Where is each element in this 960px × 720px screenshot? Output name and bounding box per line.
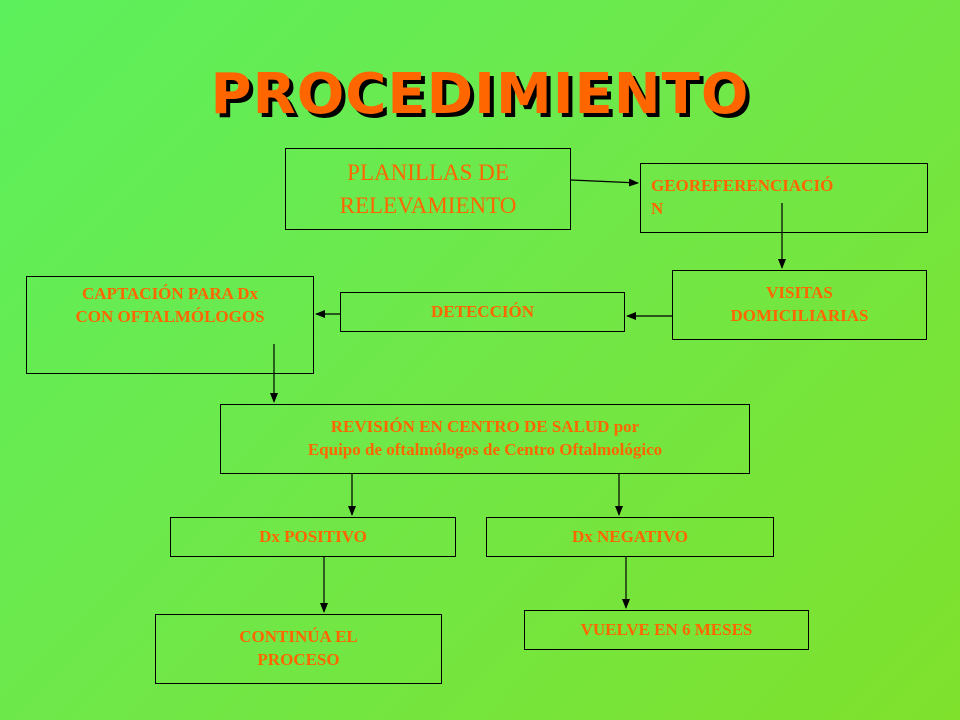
node-deteccion[interactable]: DETECCIÓN [340, 292, 625, 332]
node-continua-label: CONTINÚA EL PROCESO [239, 627, 358, 669]
node-dx-positivo-label: Dx POSITIVO [259, 526, 367, 546]
arrow-planillas-to-georef [570, 178, 639, 187]
node-visitas-label: VISITAS DOMICILIARIAS [730, 283, 869, 325]
node-dx-negativo-label: Dx NEGATIVO [572, 526, 688, 546]
node-vuelve-6-meses[interactable]: VUELVE EN 6 MESES [524, 610, 809, 650]
node-continua-proceso[interactable]: CONTINÚA EL PROCESO [155, 614, 442, 684]
page-title: PROCEDIMIENTO [210, 62, 750, 127]
node-vuelve-label: VUELVE EN 6 MESES [580, 619, 753, 639]
node-dx-negativo[interactable]: Dx NEGATIVO [486, 517, 774, 557]
node-visitas-domiciliarias[interactable]: VISITAS DOMICILIARIAS [672, 270, 927, 340]
node-planillas-label: PLANILLAS DE RELEVAMIENTO [339, 159, 517, 218]
node-revision-label: REVISIÓN EN CENTRO DE SALUD por Equipo d… [307, 417, 663, 459]
node-georeferenciacion-label: GEOREFERENCIACIÓ N [651, 176, 834, 218]
node-captacion-label: CAPTACIÓN PARA Dx CON OFTALMÓLOGOS [75, 284, 265, 326]
node-dx-positivo[interactable]: Dx POSITIVO [170, 517, 456, 557]
node-planillas[interactable]: PLANILLAS DE RELEVAMIENTO [285, 148, 571, 230]
node-revision[interactable]: REVISIÓN EN CENTRO DE SALUD por Equipo d… [220, 404, 750, 474]
node-deteccion-label: DETECCIÓN [431, 301, 534, 321]
node-captacion[interactable]: CAPTACIÓN PARA Dx CON OFTALMÓLOGOS [26, 276, 314, 374]
node-georeferenciacion[interactable]: GEOREFERENCIACIÓ N [640, 163, 928, 233]
